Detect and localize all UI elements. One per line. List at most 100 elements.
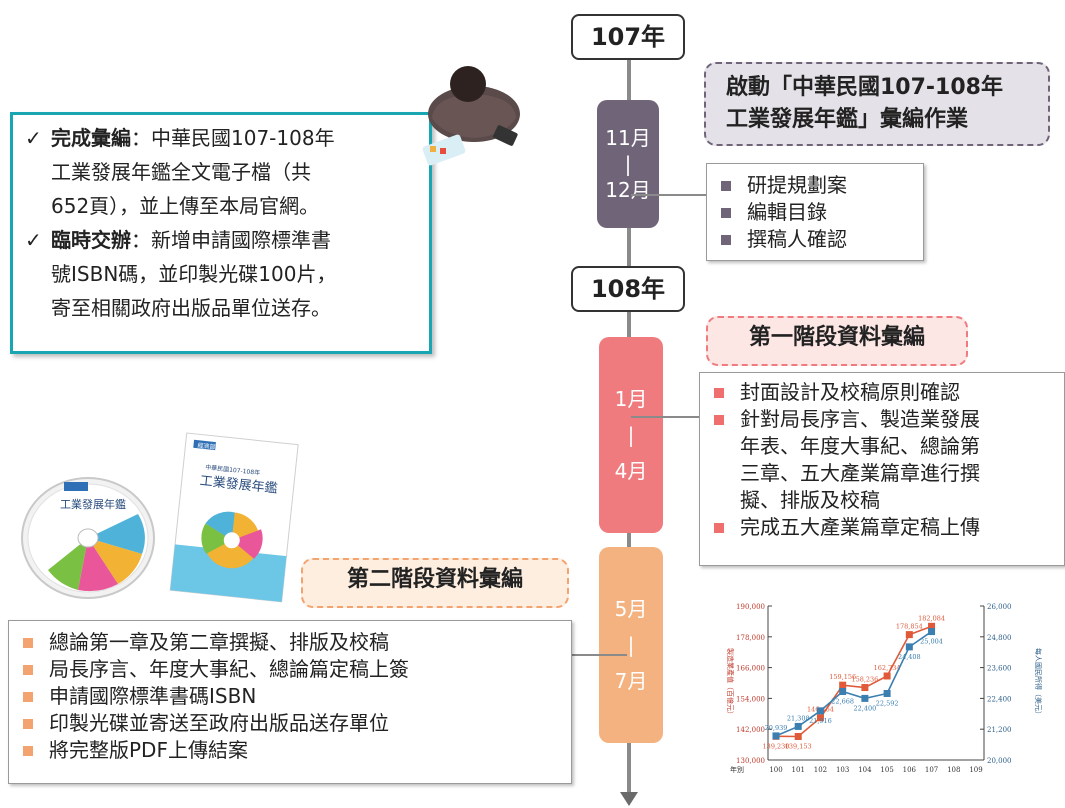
book-badge-text: 經濟部 xyxy=(197,441,216,451)
phase2-task: 將完整版PDF上傳結案 xyxy=(9,737,571,764)
phase2-month-sep: | xyxy=(627,633,635,657)
phase0-title-line1: 啟動「中華民國107-108年 xyxy=(726,75,1003,100)
chart-left-tick-label: 154,000 xyxy=(736,695,765,703)
book-cover-illustration: 經濟部 中華民國107-108年 工業發展年鑑 xyxy=(169,432,299,603)
phase2-month-end: 7月 xyxy=(614,669,648,693)
chart-point-2 xyxy=(883,689,891,697)
summary-item2: ✓臨時交辦：新增申請國際標準書 xyxy=(13,223,429,257)
chart-point-1 xyxy=(861,684,869,692)
summary-line: 652頁），並上傳至本局官網。 xyxy=(51,194,320,218)
chart-data-label-1: 159,156 xyxy=(829,673,856,681)
chart-point-1 xyxy=(816,714,824,722)
summary-line: 工業發展年鑑全文電子檔（共 xyxy=(51,160,311,184)
chart-right-axis-title: 每人國民所得（美元） xyxy=(1034,648,1043,718)
phase2-month-start: 5月 xyxy=(614,597,648,621)
chart-data-label-2: 22,592 xyxy=(876,699,899,707)
chart-data-label-1: 162,734 xyxy=(874,664,901,672)
phase1-month-start: 1月 xyxy=(614,387,648,411)
chart-data-label-2: 22,400 xyxy=(854,704,877,712)
chart-x-tick-label: 105 xyxy=(880,766,893,774)
chart-data-label-1: 139,230 xyxy=(763,742,790,750)
bullet-icon xyxy=(721,235,731,245)
phase2-title-box: 第二階段資料彙編 xyxy=(301,558,569,608)
phase1-task: 針對局長序言、製造業發展 年表、年度大事紀、總論第 三章、五大產業篇章進行撰 擬… xyxy=(700,406,1064,514)
timeline-arrow-icon xyxy=(620,792,638,806)
bullet-icon xyxy=(721,208,731,218)
phase1-title-box: 第一階段資料彙編 xyxy=(706,316,968,366)
chart-x-tick-label: 103 xyxy=(836,766,849,774)
production-income-chart: 190,000178,000166,000154,000142,000130,0… xyxy=(726,603,1043,774)
phase1-month-end: 4月 xyxy=(614,459,648,483)
person-working-illustration xyxy=(422,66,520,166)
phase2-task: 局長序言、年度大事紀、總論篇定稿上簽 xyxy=(9,656,571,683)
chart-point-2 xyxy=(928,628,936,636)
cd-title-text: 工業發展年鑑 xyxy=(60,497,126,511)
chart-x-axis-label: 年別 xyxy=(730,765,744,774)
chart-right-tick-label: 20,000 xyxy=(987,757,1012,765)
phase1-month-sep: | xyxy=(627,423,635,447)
chart-point-2 xyxy=(816,707,824,715)
chart-right-tick-label: 23,600 xyxy=(987,665,1012,673)
chart-data-label-2: 21,308 xyxy=(787,714,810,722)
chart-series-line-1 xyxy=(775,625,932,738)
chart-point-2 xyxy=(905,643,913,651)
phase1-task: 完成五大產業篇章定稿上傳 xyxy=(700,514,1064,541)
chart-point-2 xyxy=(772,732,780,740)
chart-left-tick-label: 166,000 xyxy=(736,665,765,673)
chart-x-tick-label: 107 xyxy=(925,766,938,774)
phase2-task-list: 總論第一章及第二章撰擬、排版及校稿 局長序言、年度大事紀、總論篇定稿上簽 申請國… xyxy=(8,620,572,784)
chart-data-label-2: 20,939 xyxy=(765,724,788,732)
cd-disc-illustration: 工業發展年鑑 xyxy=(21,477,155,599)
chart-x-tick-label: 102 xyxy=(814,766,827,774)
phase0-title-line2: 工業發展年鑑」彙編作業 xyxy=(726,107,969,132)
phase0-month-start: 11月 xyxy=(605,126,651,150)
chart-series-line-2 xyxy=(775,630,933,737)
chart-x-tick-label: 100 xyxy=(769,766,782,774)
chart-data-label-1: 158,236 xyxy=(851,676,878,684)
phase1-task-list: 封面設計及校稿原則確認 針對局長序言、製造業發展 年表、年度大事紀、總論第 三章… xyxy=(699,372,1065,566)
bullet-icon xyxy=(714,415,724,425)
phase2-task: 印製光碟並寄送至政府出版品送存單位 xyxy=(9,710,571,737)
chart-point-2 xyxy=(794,722,802,730)
bullet-icon xyxy=(714,388,724,398)
phase1-task: 封面設計及校稿原則確認 xyxy=(700,379,1064,406)
chart-point-1 xyxy=(905,631,913,639)
bullet-icon xyxy=(23,638,33,648)
summary-box: ✓完成彙編：中華民國107-108年 工業發展年鑑全文電子檔（共 652頁），並… xyxy=(10,112,432,354)
chart-x-tick-label: 101 xyxy=(792,766,805,774)
year-107-label: 107年 xyxy=(571,14,685,60)
chart-point-1 xyxy=(883,672,891,680)
summary-line: 號ISBN碼，並印製光碟100片， xyxy=(51,262,337,286)
bullet-icon xyxy=(23,692,33,702)
chart-x-tick-label: 109 xyxy=(969,766,982,774)
bullet-icon xyxy=(23,746,33,756)
chart-left-tick-label: 178,000 xyxy=(736,634,765,642)
check-icon: ✓ xyxy=(25,126,42,150)
phase2-task: 總論第一章及第二章撰擬、排版及校稿 xyxy=(9,629,571,656)
chart-left-axis-title: 製造業產值（百億元） xyxy=(726,648,735,718)
summary-item1: ✓完成彙編：中華民國107-108年 xyxy=(13,121,429,155)
chart-point-2 xyxy=(839,688,847,696)
phase0-month-pill: 11月 | 12月 xyxy=(597,100,659,228)
chart-x-tick-label: 106 xyxy=(903,766,917,774)
phase1-connector xyxy=(631,416,699,418)
chart-data-label-2: 22,668 xyxy=(831,698,854,706)
chart-left-tick-label: 142,000 xyxy=(736,726,765,734)
phase0-task: 研提規劃案 xyxy=(707,172,923,199)
chart-point-1 xyxy=(794,733,802,741)
bullet-icon xyxy=(714,523,724,533)
year-108-label: 108年 xyxy=(571,266,685,312)
phase0-month-end: 12月 xyxy=(605,178,651,202)
phase0-task: 撰稿人確認 xyxy=(707,226,923,253)
phase1-month-pill: 1月 | 4月 xyxy=(599,337,663,533)
summary-line: 寄至相關政府出版品單位送存。 xyxy=(51,296,331,320)
chart-right-tick-label: 22,400 xyxy=(987,695,1012,703)
phase2-connector xyxy=(572,654,627,656)
phase2-month-pill: 5月 | 7月 xyxy=(599,547,663,743)
phase0-connector xyxy=(631,194,707,196)
phase2-task: 申請國際標準書碼ISBN xyxy=(9,683,571,710)
chart-data-label-1: 178,854 xyxy=(896,623,923,631)
chart-data-label-2: 21,916 xyxy=(809,717,832,725)
chart-data-label-2: 25,004 xyxy=(920,638,943,646)
chart-data-label-1: 139,153 xyxy=(785,743,812,751)
